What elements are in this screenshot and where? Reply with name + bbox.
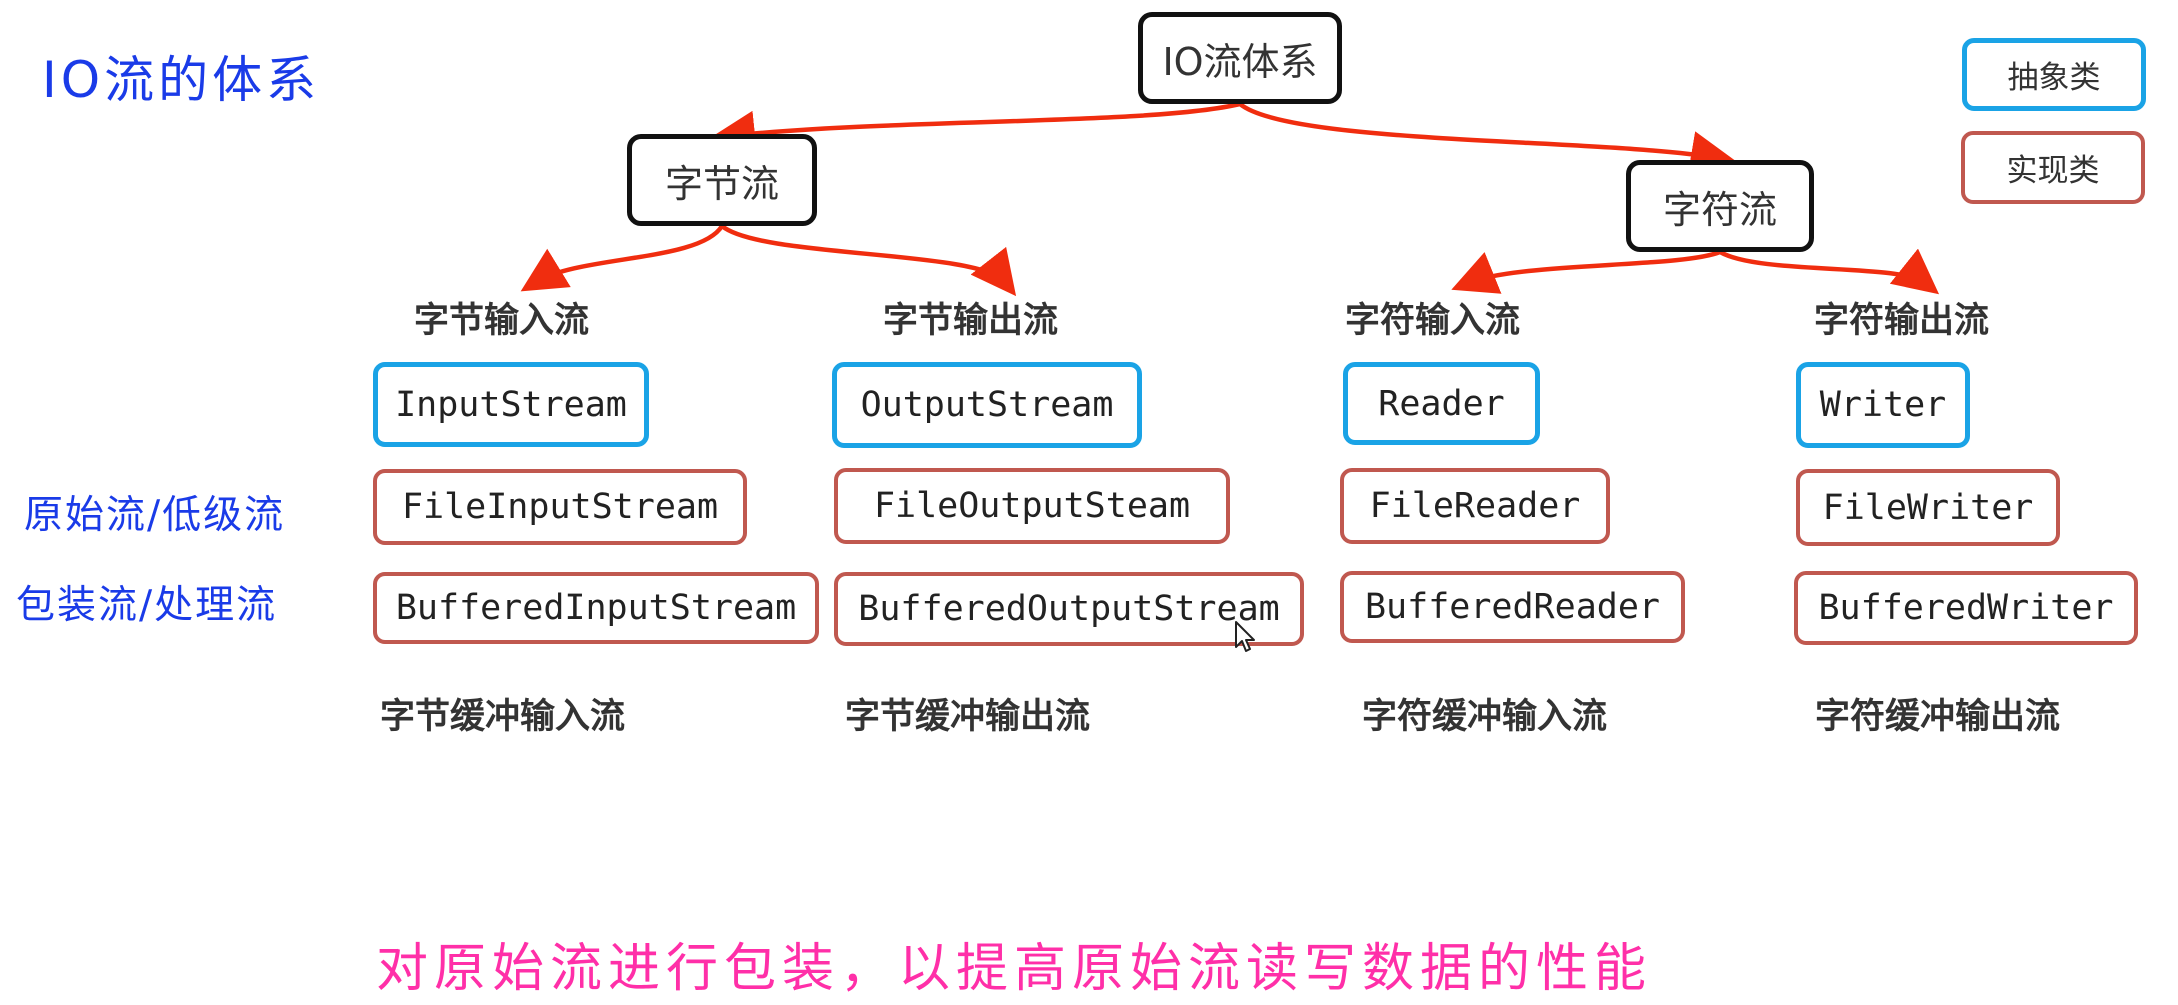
class-file-output-stream: FileOutputSteam [834, 468, 1230, 544]
class-buffered-writer: BufferedWriter [1794, 571, 2138, 645]
column-head-byte-output: 字节输出流 [883, 301, 1059, 341]
legend-abstract: 抽象类 [1962, 38, 2146, 111]
class-buffered-input-stream: BufferedInputStream [373, 572, 819, 644]
caption-byte-input: 字节缓冲输入流 [380, 697, 626, 737]
class-buffered-reader: BufferedReader [1340, 571, 1685, 643]
arrow-root-to-char [1238, 102, 1736, 176]
row-label-buffered: 包装流/处理流 [16, 583, 278, 628]
bottom-note: 对原始流进行包装，以提高原始流读写数据的性能 [376, 939, 1653, 999]
byte-stream-node: 字节流 [627, 134, 817, 226]
row-label-basic: 原始流/低级流 [24, 493, 286, 538]
column-head-char-output: 字符输出流 [1814, 301, 1990, 341]
class-file-writer: FileWriter [1796, 469, 2060, 546]
caption-byte-output: 字节缓冲输出流 [845, 697, 1091, 737]
arrow-byte-to-input [520, 224, 724, 292]
class-file-reader: FileReader [1340, 468, 1610, 544]
caption-char-output: 字符缓冲输出流 [1815, 697, 2061, 737]
column-head-byte-input: 字节输入流 [414, 301, 590, 341]
caption-char-input: 字符缓冲输入流 [1362, 697, 1608, 737]
diagram-heading: IO流的体系 [42, 51, 321, 109]
class-buffered-output-stream: BufferedOutputStream [834, 572, 1304, 646]
arrow-char-to-output [1718, 248, 1940, 295]
class-input-stream: InputStream [373, 362, 649, 447]
arrow-root-to-byte [710, 101, 1241, 156]
legend-impl: 实现类 [1961, 131, 2145, 204]
arrow-char-to-input [1451, 249, 1721, 294]
arrow-byte-to-output [720, 224, 1017, 297]
class-reader: Reader [1343, 362, 1540, 445]
class-file-input-stream: FileInputStream [373, 469, 747, 545]
column-head-char-input: 字符输入流 [1345, 301, 1521, 341]
class-output-stream: OutputStream [832, 362, 1142, 448]
mouse-cursor-icon [1235, 621, 1255, 652]
char-stream-node: 字符流 [1626, 160, 1814, 252]
class-writer: Writer [1796, 362, 1970, 448]
root-node: IO流体系 [1138, 12, 1342, 104]
